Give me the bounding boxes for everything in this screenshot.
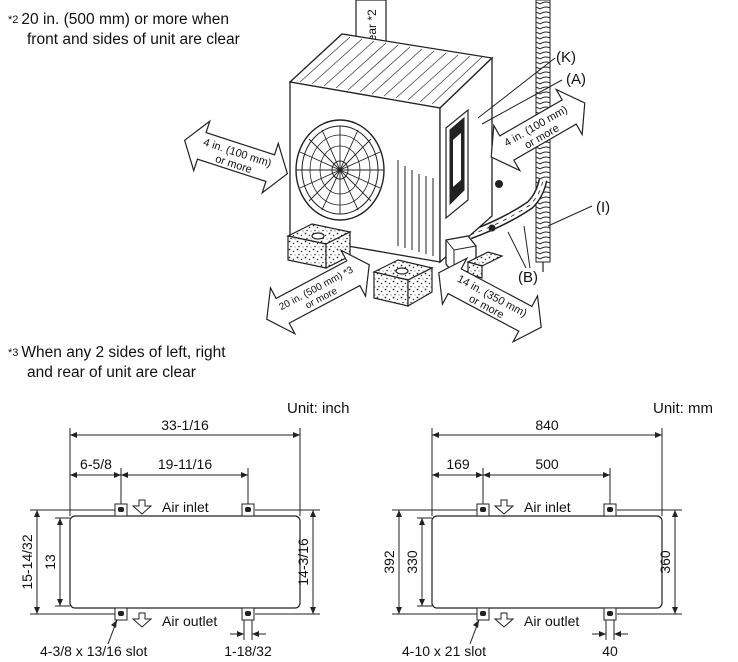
note-2-line2: front and sides of unit are clear [27,31,240,48]
note-2-line1: 20 in. (500 mm) or more when [21,11,230,28]
dim-outer-height-label: 15-14/32 [19,534,35,589]
callout-b: (B) [518,269,538,286]
clearance-arrow-bottom-right: 14 in. (350 mm) or more [438,256,542,344]
note-3-line2: and rear of unit are clear [27,364,196,381]
arrowhead [310,607,316,614]
dim-right-height-label: 14-3/16 [295,538,311,586]
air-inlet-arrow [131,499,153,515]
clearance-arrow-left: 4 in. (100 mm) or more [183,119,289,195]
mounting-slot [118,611,124,616]
arrowhead [310,510,316,517]
unit-inch-label: Unit: inch [287,400,350,417]
mounting-slot [245,507,251,512]
air-inlet-arrow [493,499,515,515]
arrowhead [432,432,439,438]
dim-total-label: 840 [535,418,559,433]
air-outlet-arrow [131,612,153,628]
fan-grill [295,119,385,221]
arrowhead [614,631,621,637]
arrowhead [57,518,63,525]
arrowhead [599,631,606,637]
outdoor-unit-illustration: clear *2 [183,0,610,344]
arrowhead [70,472,77,478]
dim-inner-height-label: 330 [404,550,420,574]
arrowhead [473,620,479,628]
arrowhead [419,518,425,525]
callout-i: (I) [596,199,610,216]
arrowhead [672,607,678,614]
dim-span-label: 19-11/16 [158,456,212,472]
note-3-line1: When any 2 sides of left, right [21,344,226,361]
air-outlet-arrow [493,612,515,628]
unit-mm-label: Unit: mm [653,400,713,417]
slot-label: 4-3/8 x 13/16 slot [40,643,148,659]
arrowhead [293,432,300,438]
arrowhead [34,607,40,614]
arrowhead [419,599,425,606]
arrowhead [114,472,121,478]
mounting-slot [480,507,486,512]
mounting-slot [607,507,613,512]
callout-leaders [477,57,593,269]
mounting-slot [480,611,486,616]
dim-offset-label: 169 [446,456,470,472]
arrowhead [70,432,77,438]
dim-foot-width-label: 40 [602,643,618,659]
note-2-mark: *2 [8,14,19,26]
arrowhead [121,472,128,478]
arrowhead [34,510,40,517]
air-inlet-label: Air inlet [524,499,571,515]
dim-total-label: 33-1/16 [161,418,209,433]
mounting-slot [118,507,124,512]
dim-outer-height-label: 392 [381,550,397,574]
outdoor-unit-body [288,33,503,275]
service-panel [445,108,503,232]
unit-outline [69,515,301,609]
arrowhead [396,510,402,517]
unit-outline [431,515,663,609]
arrowhead [252,631,259,637]
arrowhead [111,620,117,628]
air-outlet-label: Air outlet [524,613,579,629]
callout-k: (K) [556,49,576,66]
arrowhead [241,472,248,478]
dim-inner-height-label: 13 [42,554,58,570]
arrowhead [672,510,678,517]
arrowhead [655,432,662,438]
arrowhead [396,607,402,614]
air-outlet-label: Air outlet [162,613,217,629]
slot-label: 4-10 x 21 slot [402,643,486,659]
arrowhead [476,472,483,478]
dim-span-label: 500 [535,456,559,472]
arrowhead [57,599,63,606]
dim-offset-label: 6-5/8 [80,456,112,472]
air-inlet-label: Air inlet [162,499,209,515]
mounting-slot [245,611,251,616]
dim-foot-width-label: 1-18/32 [224,643,272,659]
arrowhead [237,631,244,637]
arrowhead [432,472,439,478]
arrowhead [603,472,610,478]
mounting-slot [607,611,613,616]
note-3-mark: *3 [8,347,19,359]
callout-a: (A) [566,71,586,88]
dim-right-height-label: 360 [657,550,673,574]
arrowhead [483,472,490,478]
